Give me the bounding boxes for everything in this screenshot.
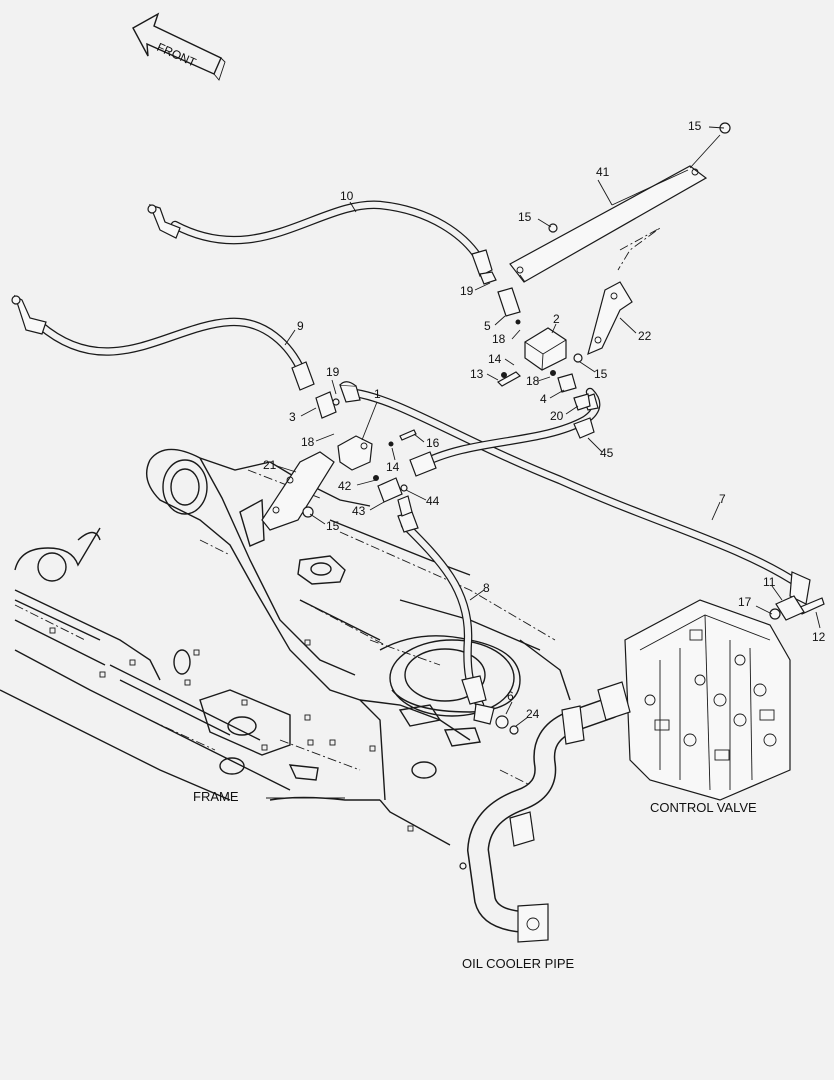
callout-15: 15 [326,519,340,533]
callout-16: 16 [426,436,440,450]
hose-8 [397,511,495,725]
callout-numbers: 15 41 10 15 19 9 2 5 22 18 14 13 18 15 1… [263,119,826,721]
callout-14: 14 [386,460,400,474]
callout-10: 10 [340,189,354,203]
callout-8: 8 [483,581,490,595]
callout-15: 15 [688,119,702,133]
callout-1: 1 [374,387,381,401]
callout-42: 42 [338,479,352,493]
callout-6: 6 [507,689,514,703]
hose-9 [11,294,315,391]
callout-12: 12 [812,630,826,644]
callout-13: 13 [470,367,484,381]
callout-21: 21 [263,458,277,472]
callout-3: 3 [289,410,296,424]
hose-7 [339,384,811,605]
callout-14: 14 [488,352,502,366]
callout-19: 19 [460,284,474,298]
callout-2: 2 [553,312,560,326]
callout-11: 11 [763,575,776,589]
callout-4: 4 [540,392,547,406]
control-valve-label: CONTROL VALVE [650,800,757,815]
bracket-21 [261,451,335,531]
callout-20: 20 [550,409,564,423]
callout-9: 9 [297,319,304,333]
hose-10 [147,200,497,285]
callout-15: 15 [594,367,608,381]
callout-43: 43 [352,504,366,518]
callout-22: 22 [638,329,652,343]
hose-45 [409,387,601,477]
fitting-cluster [315,381,413,517]
frame-label: FRAME [193,789,239,804]
callout-41: 41 [596,165,610,179]
bracket-22 [587,281,633,356]
bracket-41 [509,165,708,283]
callout-45: 45 [600,446,614,460]
control-valve [624,599,791,801]
callout-18: 18 [492,332,506,346]
callout-44: 44 [426,494,440,508]
callout-15: 15 [518,210,532,224]
callout-leaders [266,126,821,799]
front-arrow: FRONT [132,12,226,81]
callout-19: 19 [326,365,340,379]
callout-18: 18 [526,374,540,388]
oil-cooler-pipe [459,681,631,943]
callout-18: 18 [301,435,315,449]
oil-cooler-pipe-label: OIL COOLER PIPE [462,956,575,971]
frame-structure [0,448,571,846]
callout-17: 17 [738,595,752,609]
callout-7: 7 [719,492,726,506]
callout-5: 5 [484,319,491,333]
callout-24: 24 [526,707,540,721]
